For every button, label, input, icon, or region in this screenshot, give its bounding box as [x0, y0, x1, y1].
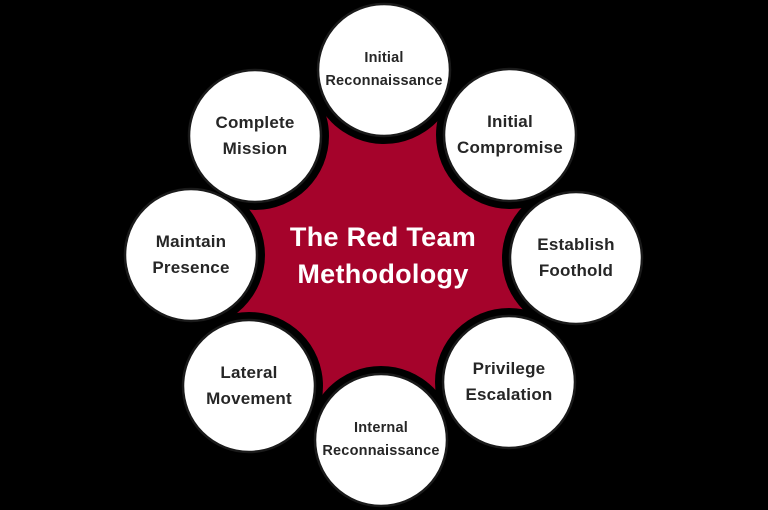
- node-label-line: Reconnaissance: [322, 443, 440, 459]
- node-label-establish-foothold: Establish Foothold: [501, 226, 651, 290]
- node-label-line: Reconnaissance: [325, 73, 443, 89]
- node-label-line: Initial: [487, 112, 533, 131]
- node-label-line: Establish: [537, 235, 615, 254]
- node-circles: [123, 2, 644, 508]
- node-label-line: Initial: [364, 50, 404, 66]
- node-label-line: Maintain: [155, 232, 227, 251]
- node-circle-privilege-escalation: [441, 314, 577, 450]
- node-circle-initial-reconnaissance: [316, 2, 452, 138]
- node-label-line: Internal: [354, 420, 408, 436]
- node-label-line: Movement: [206, 389, 292, 408]
- node-label-line: Lateral: [220, 363, 278, 382]
- node-label-internal-reconnaissance: Internal Reconnaissance: [306, 408, 456, 472]
- node-circle-complete-mission: [187, 68, 323, 204]
- node-label-line: Foothold: [538, 261, 614, 280]
- node-label-line: Presence: [152, 258, 230, 277]
- node-label-privilege-escalation: Privilege Escalation: [434, 350, 584, 414]
- node-label-line: Privilege: [472, 359, 546, 378]
- node-circle-initial-compromise: [442, 67, 578, 203]
- node-label-line: Escalation: [465, 385, 553, 404]
- node-label-line: Compromise: [457, 138, 563, 157]
- diagram-title: The Red Team Methodology: [253, 214, 513, 298]
- node-label-initial-compromise: Initial Compromise: [435, 103, 585, 167]
- node-label-line: Complete: [215, 113, 295, 132]
- node-circle-establish-foothold: [508, 190, 644, 326]
- diagram-title-line-2: Methodology: [297, 259, 469, 289]
- node-label-initial-reconnaissance: Initial Reconnaissance: [309, 38, 459, 102]
- node-circle-maintain-presence: [123, 187, 259, 323]
- node-circle-lateral-movement: [181, 318, 317, 454]
- node-label-complete-mission: Complete Mission: [180, 104, 330, 168]
- diagram-title-line-1: The Red Team: [289, 222, 477, 252]
- node-label-maintain-presence: Maintain Presence: [116, 223, 266, 287]
- node-label-lateral-movement: Lateral Movement: [174, 354, 324, 418]
- node-label-line: Mission: [222, 139, 288, 158]
- node-circle-internal-reconnaissance: [313, 372, 449, 508]
